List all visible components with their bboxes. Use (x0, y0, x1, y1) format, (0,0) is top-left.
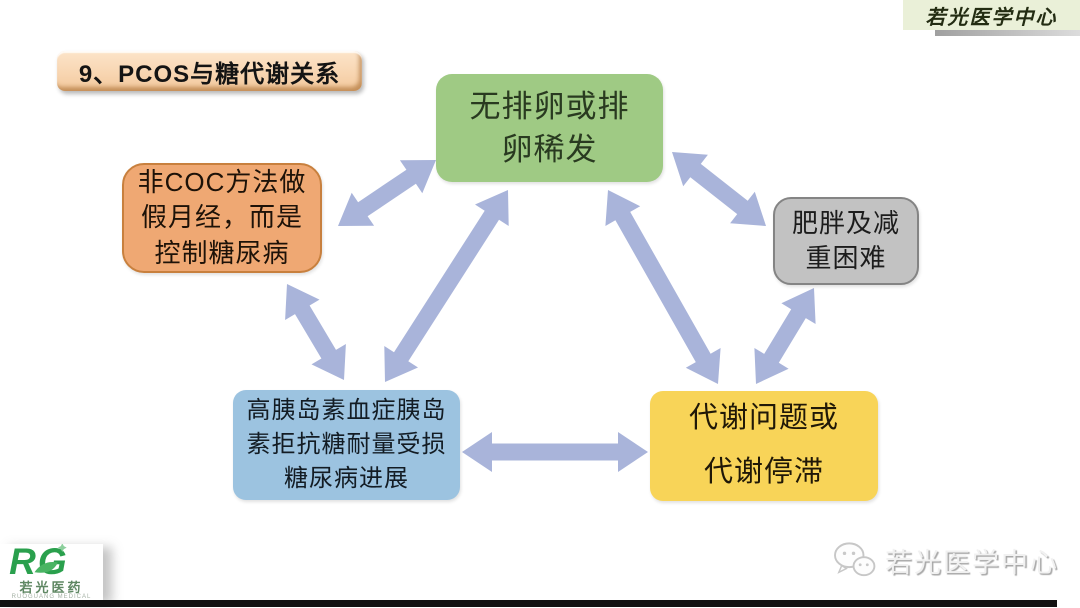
edge-anovulation-obesity (672, 152, 766, 226)
node-metabolic: 代谢问题或 代谢停滞 (650, 391, 878, 501)
node-obesity: 肥胖及减 重困难 (773, 197, 919, 285)
node-anovulation: 无排卵或排 卵稀发 (436, 74, 663, 182)
page-title: 9、PCOS与糖代谢关系 (57, 51, 362, 91)
leaf-icon (33, 561, 58, 573)
edge-obesity-metabolic (754, 288, 816, 384)
edge-hyperinsulinemia-metabolic (462, 432, 648, 472)
sparkle-icon (57, 544, 67, 552)
rg-logo-name: 若光医药 (19, 580, 84, 595)
bottom-watermark-text: 若光医学中心 (885, 547, 1059, 578)
node-non-coc: 非COC方法做 假月经，而是 控制糖尿病 (122, 163, 322, 273)
bottom-watermark: 若光医学中心 (832, 539, 1059, 581)
wechat-icon (834, 542, 876, 577)
rg-logo-card: RG 若光医药 RUOGUANG MEDICAL (0, 544, 103, 601)
node-hyperinsulinemia: 高胰岛素血症胰岛 素拒抗糖耐量受损 糖尿病进展 (233, 390, 460, 500)
top-watermark-text: 若光医学中心 (925, 4, 1058, 29)
top-watermark-shadow (935, 30, 1080, 36)
edge-non-coc-hyperinsulinemia (285, 284, 346, 380)
rg-logo-letters: RG (9, 544, 68, 581)
rg-logo-subtitle: RUOGUANG MEDICAL (11, 594, 92, 600)
edge-anovulation-hyperinsulinemia (384, 190, 509, 382)
bottom-divider-bar (0, 600, 1057, 607)
page-title-text: 9、PCOS与糖代谢关系 (78, 60, 341, 88)
rg-logo-icon: RG (9, 544, 68, 581)
edge-anovulation-metabolic (605, 190, 721, 384)
edge-non-coc-anovulation (338, 160, 436, 226)
top-watermark: 若光医学中心 (903, 0, 1080, 30)
